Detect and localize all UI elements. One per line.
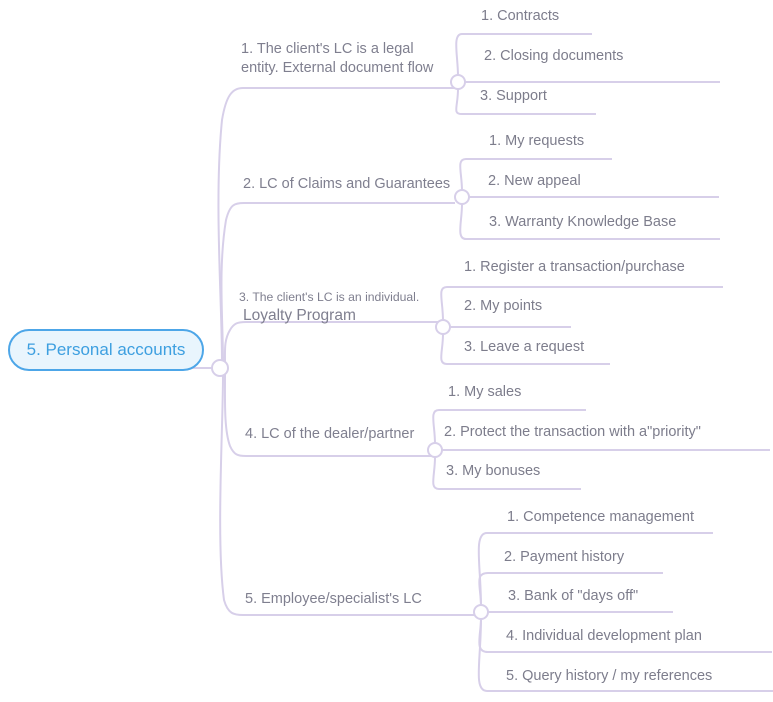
branch-2-junction-circle [454, 189, 470, 205]
branch-label-2[interactable]: 2. LC of Claims and Guarantees [243, 176, 451, 192]
child-label-3-1[interactable]: 1. Register a transaction/purchase [464, 259, 685, 275]
branch-5-child-curve-5 [477, 618, 773, 692]
child-label-5-3[interactable]: 3. Bank of "days off" [508, 588, 639, 604]
trunk-curve-4 [223, 372, 432, 457]
root-junction-circle [211, 359, 229, 377]
child-label-5-5[interactable]: 5. Query history / my references [506, 668, 713, 684]
branch-5-junction-circle [473, 604, 489, 620]
branch-1-child-curve-3 [455, 88, 596, 115]
child-label-3-2[interactable]: 2. My points [464, 298, 543, 314]
trunk-curve-5 [219, 374, 478, 616]
child-label-2-1[interactable]: 1. My requests [489, 133, 585, 149]
branch-1-junction-circle [450, 74, 466, 90]
child-label-4-3[interactable]: 3. My bonuses [446, 463, 541, 479]
child-label-4-1[interactable]: 1. My sales [448, 384, 522, 400]
branch-3-child-curve-3 [440, 333, 610, 365]
branch-label-4[interactable]: 4. LC of the dealer/partner [245, 426, 415, 442]
child-label-2-2[interactable]: 2. New appeal [488, 173, 581, 189]
child-label-1-1[interactable]: 1. Contracts [481, 8, 560, 24]
trunk-curve-3 [223, 321, 440, 365]
child-label-1-2[interactable]: 2. Closing documents [484, 48, 624, 64]
trunk-curve-2 [220, 202, 455, 364]
child-label-1-3[interactable]: 3. Support [480, 88, 547, 104]
branch-3-junction-circle [435, 319, 451, 335]
child-label-5-4[interactable]: 4. Individual development plan [506, 628, 702, 644]
child-label-2-3[interactable]: 3. Warranty Knowledge Base [489, 214, 677, 230]
branch-2-child-curve-1 [459, 158, 612, 192]
branch-label-3-line1: 3. The client's LC is an individual. [239, 290, 420, 304]
branch-4-child-curve-3 [432, 456, 581, 490]
branch-4-junction-circle [427, 442, 443, 458]
branch-1-child-curve-1 [455, 33, 592, 77]
branch-5-child-curve-2 [478, 572, 663, 608]
branch-2-child-curve-3 [459, 203, 720, 240]
branch-label-3[interactable]: 3. The client's LC is an individual. Loy… [239, 290, 439, 325]
branch-label-1-line2: entity. External document flow [241, 59, 434, 76]
branch-4-child-curve-1 [432, 409, 586, 445]
root-node[interactable]: 5. Personal accounts [8, 329, 204, 371]
child-label-3-3[interactable]: 3. Leave a request [464, 339, 585, 355]
child-label-5-2[interactable]: 2. Payment history [504, 549, 625, 565]
branch-label-3-line2: Loyalty Program [243, 306, 356, 324]
branch-label-5[interactable]: 5. Employee/specialist's LC [245, 591, 422, 607]
child-label-5-1[interactable]: 1. Competence management [507, 509, 694, 525]
root-node-label: 5. Personal accounts [26, 340, 186, 359]
branch-3-child-curve-1 [440, 286, 723, 322]
child-label-4-2[interactable]: 2. Protect the transaction with a"priori… [444, 424, 701, 440]
branch-label-1[interactable]: 1. The client's LC is a legal entity. Ex… [241, 40, 451, 77]
branch-label-1-line1: 1. The client's LC is a legal [241, 41, 414, 57]
